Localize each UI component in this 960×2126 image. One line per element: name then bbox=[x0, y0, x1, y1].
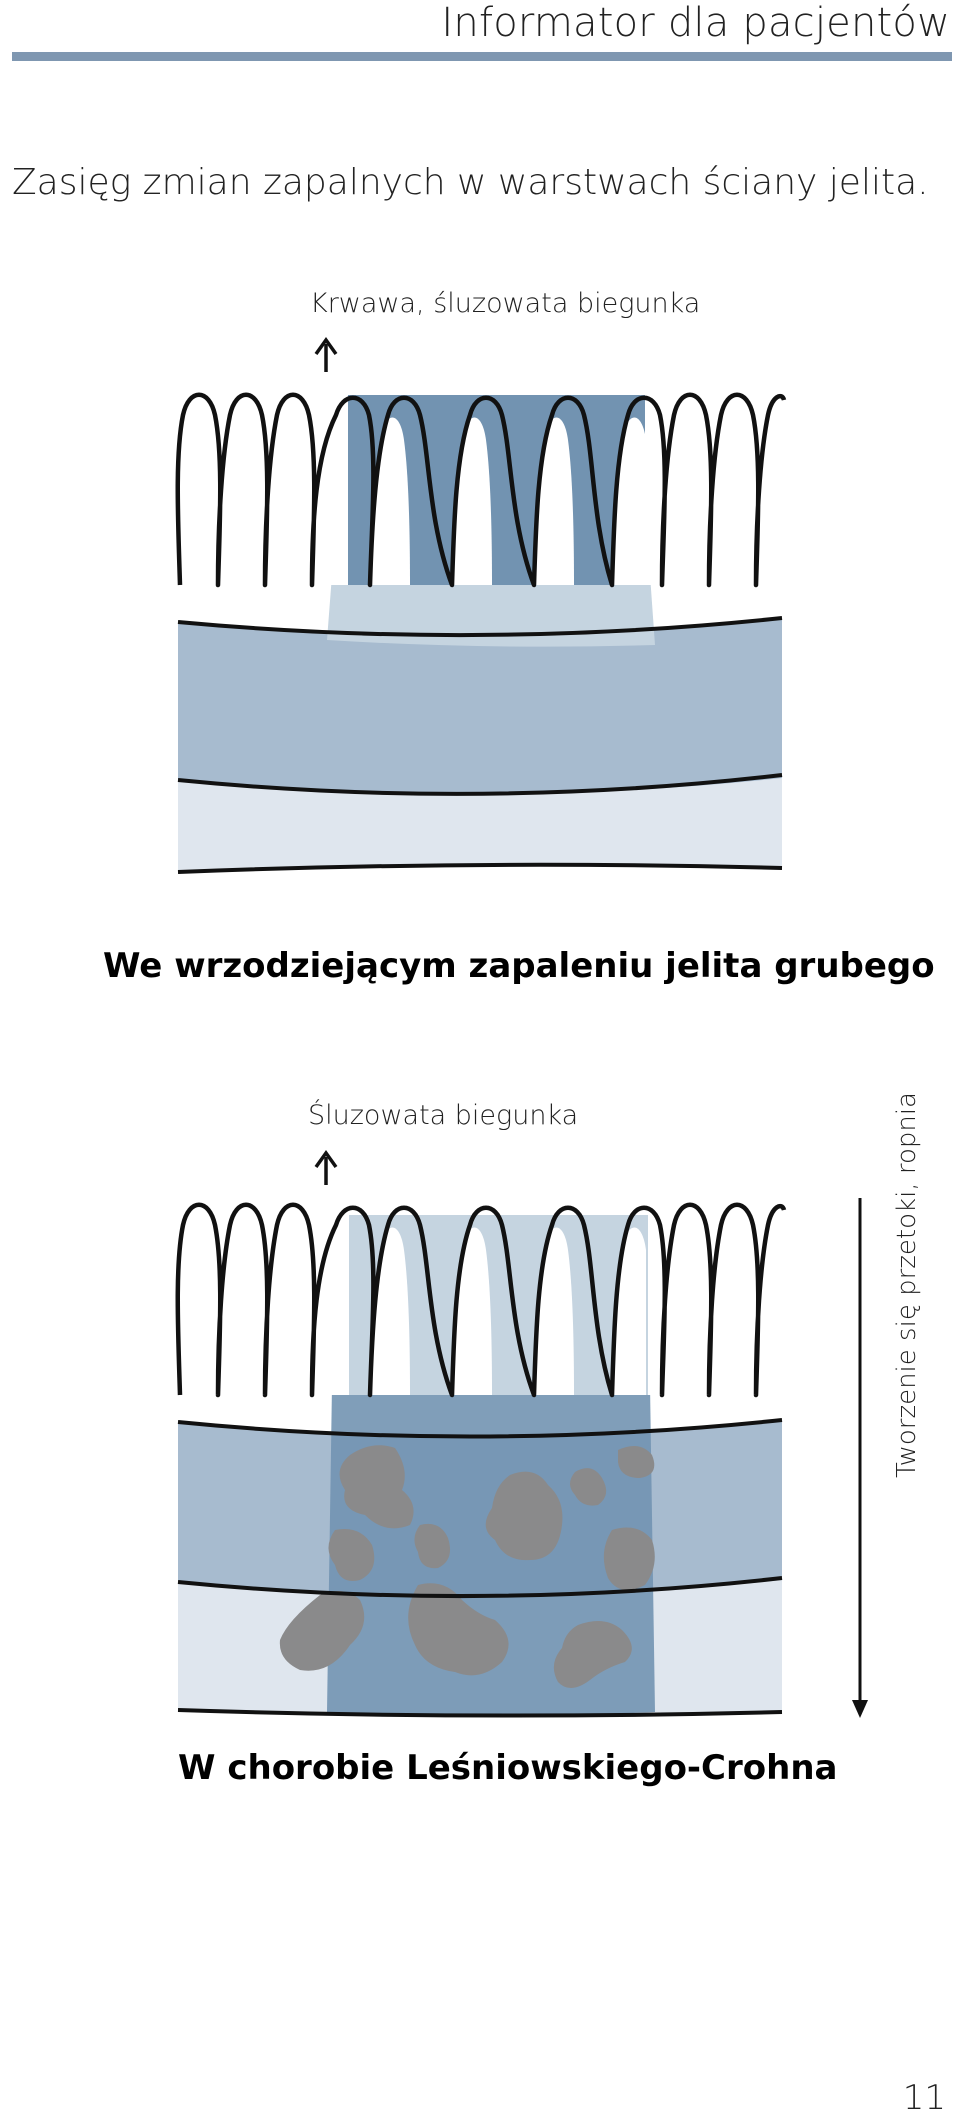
arrow-up-icon bbox=[314, 336, 338, 372]
header-rule bbox=[12, 52, 952, 61]
arrow-up-icon bbox=[314, 1149, 338, 1185]
villi-outline-crohn bbox=[175, 1202, 787, 1398]
figure-crohn-side-label: Tworzenie się przetoki, ropnia bbox=[892, 1092, 922, 1478]
figure-uc-caption: We wrzodziejącym zapaleniu jelita grubeg… bbox=[103, 946, 935, 986]
header-title: Informator dla pacjentów bbox=[441, 0, 950, 46]
figure-crohn-caption: W chorobie Leśniowskiego-Crohna bbox=[178, 1748, 838, 1788]
figure-uc-diagram bbox=[175, 336, 787, 874]
figure-crohn-diagram bbox=[175, 1149, 868, 1718]
villi-outline-uc bbox=[175, 392, 787, 588]
section-title: Zasięg zmian zapalnych w warstwach ścian… bbox=[12, 162, 929, 203]
arrow-down-icon bbox=[852, 1198, 868, 1718]
figure-uc-label: Krwawa, śluzowata biegunka bbox=[310, 288, 701, 319]
figure-crohn-label: Śluzowata biegunka bbox=[308, 1100, 579, 1131]
granulomas bbox=[279, 1445, 655, 1689]
page-number: 11 bbox=[902, 2078, 946, 2118]
